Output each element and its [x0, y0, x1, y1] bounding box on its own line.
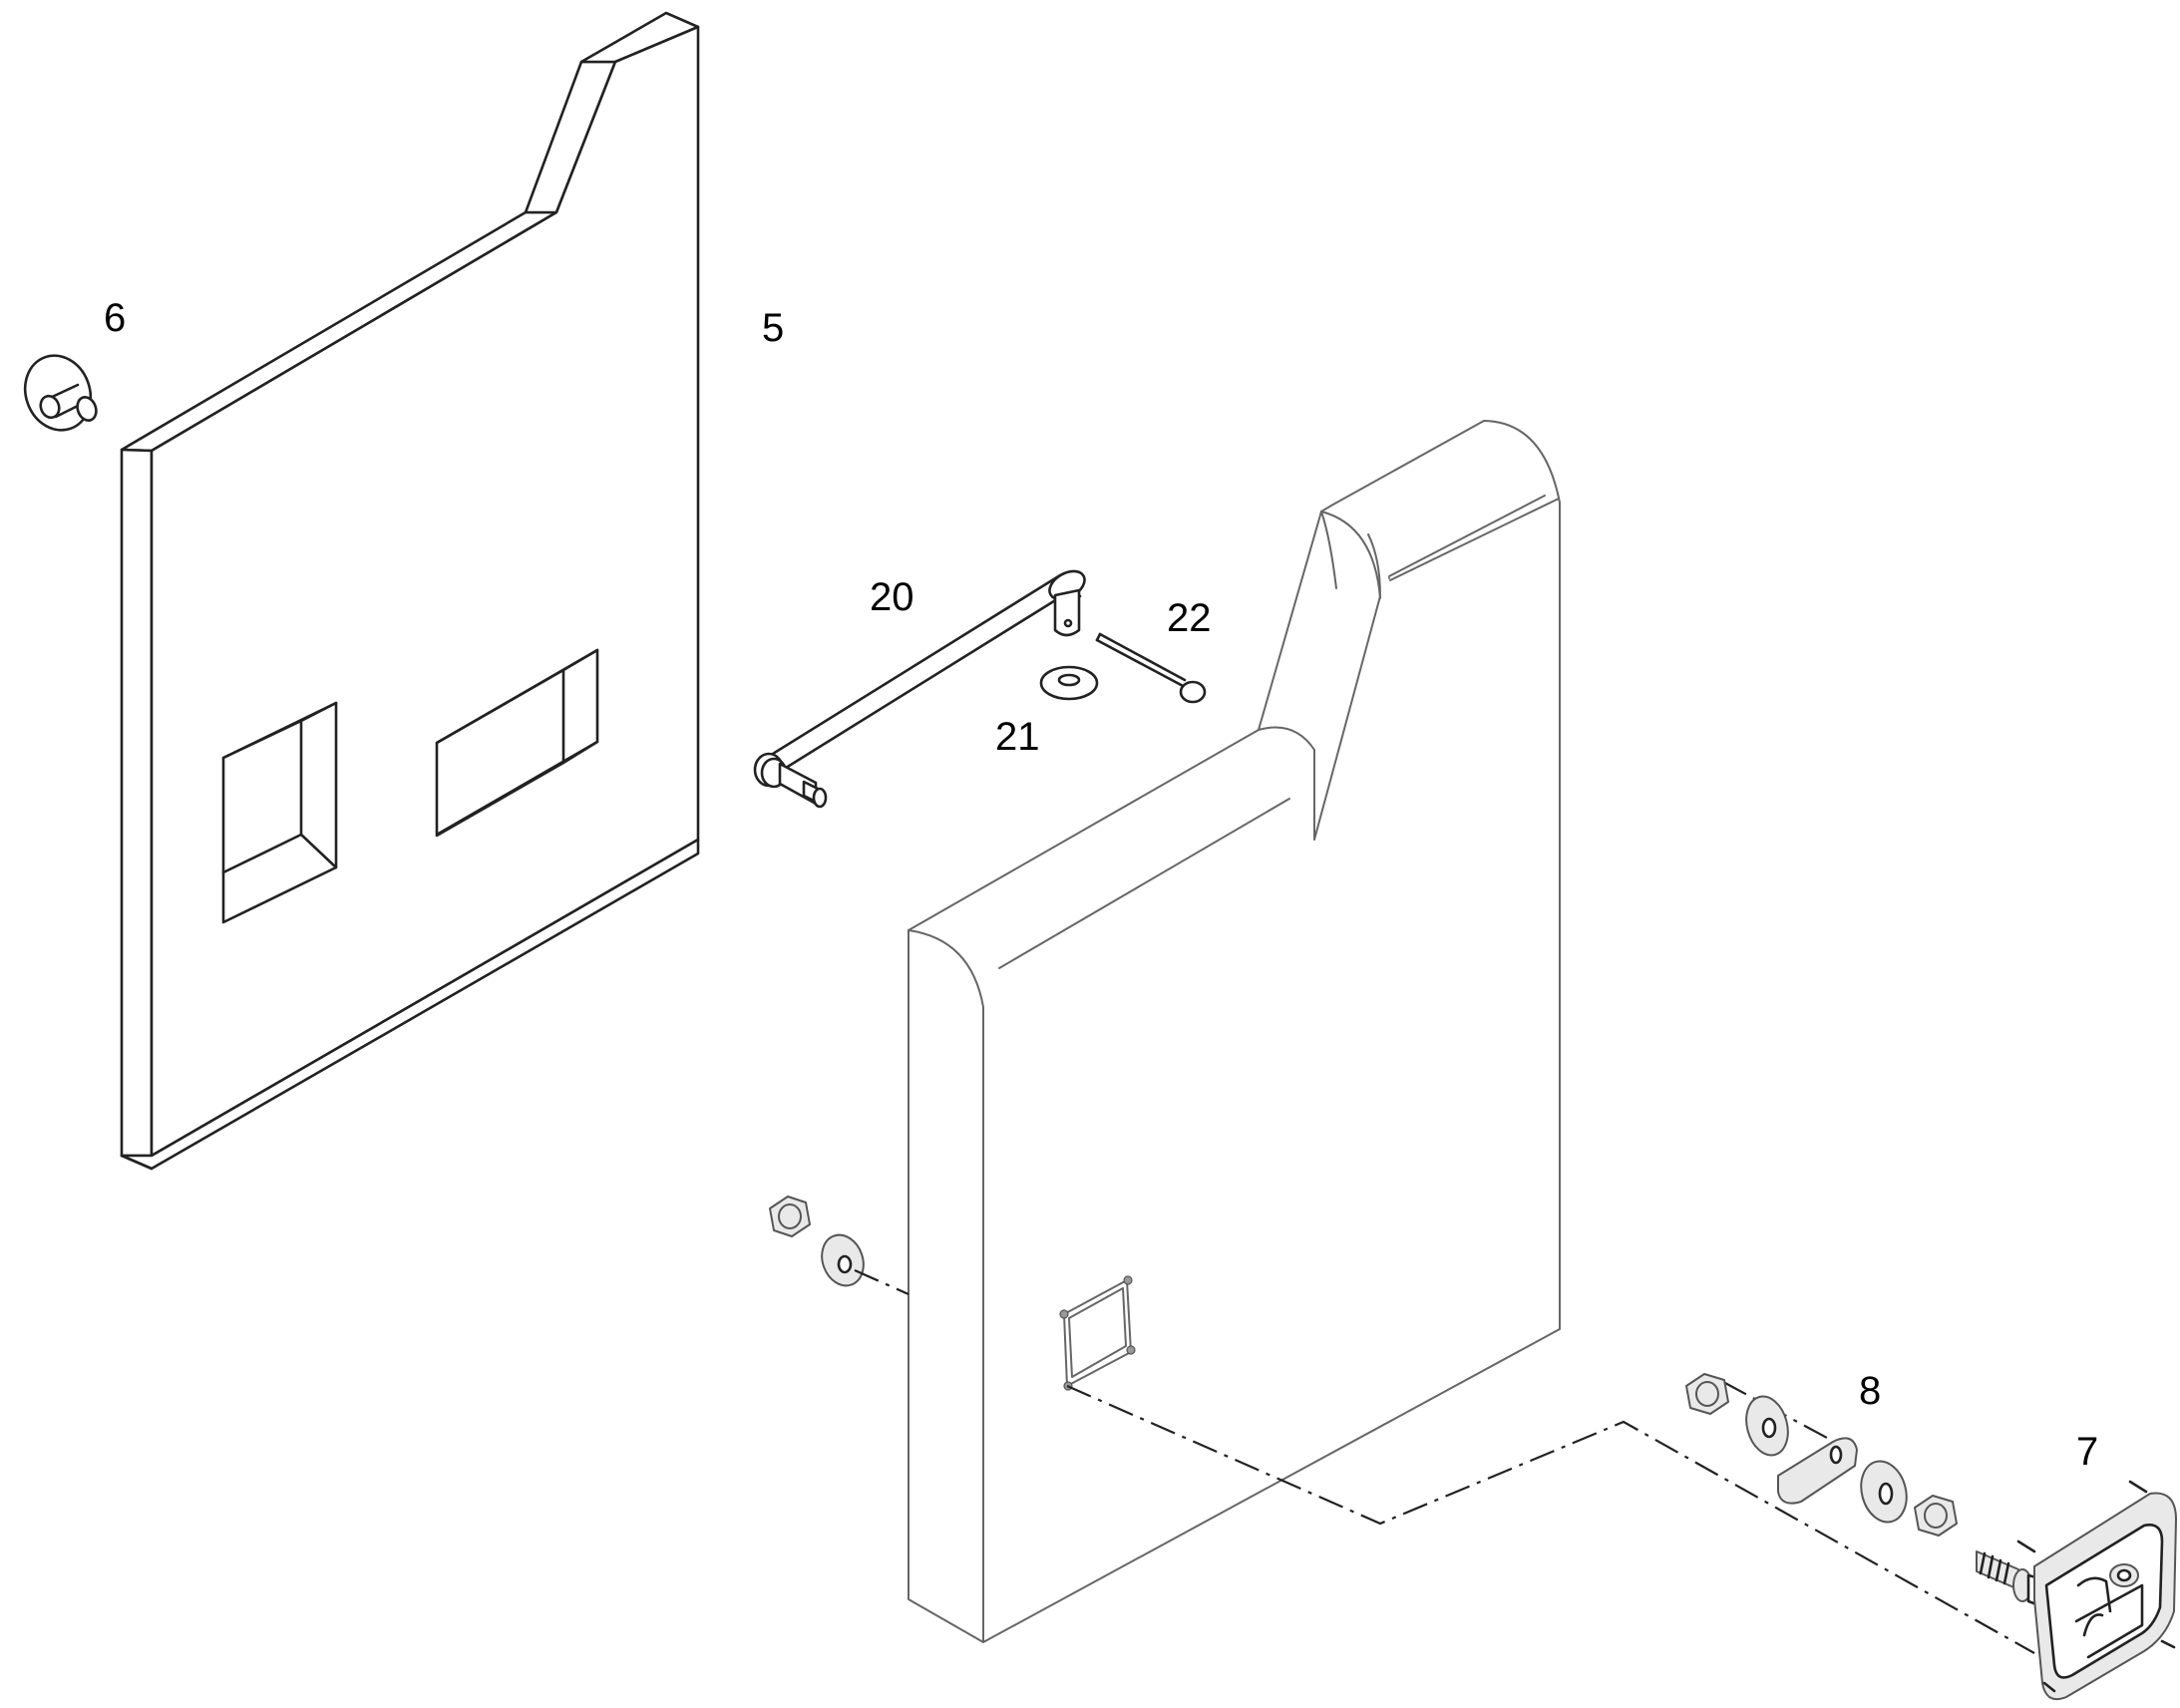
- front-housing-part: [908, 420, 1561, 1643]
- bushing-part: [23, 354, 98, 432]
- callout-20: 20: [870, 575, 914, 619]
- callout-22: 22: [1167, 596, 1212, 640]
- callout-7: 7: [2076, 1430, 2098, 1474]
- panel-window-right: [435, 648, 599, 838]
- callout-21: 21: [995, 715, 1040, 759]
- callout-8: 8: [1859, 1369, 1881, 1413]
- latch-mounting-cutout: [1059, 1275, 1136, 1391]
- panel-window-left: [221, 701, 338, 924]
- hinge-rod-part: [753, 569, 1086, 809]
- latch-arm-set: [1685, 1373, 1958, 1537]
- callout-5: 5: [762, 306, 784, 350]
- callout-6: 6: [104, 296, 126, 340]
- left-fastener-set: [769, 1196, 909, 1296]
- washer-part-21: [1039, 665, 1099, 701]
- rear-panel-part: [120, 11, 700, 1171]
- cotter-pin-part: [1095, 632, 1207, 704]
- paddle-latch-part: [1976, 1480, 2177, 1701]
